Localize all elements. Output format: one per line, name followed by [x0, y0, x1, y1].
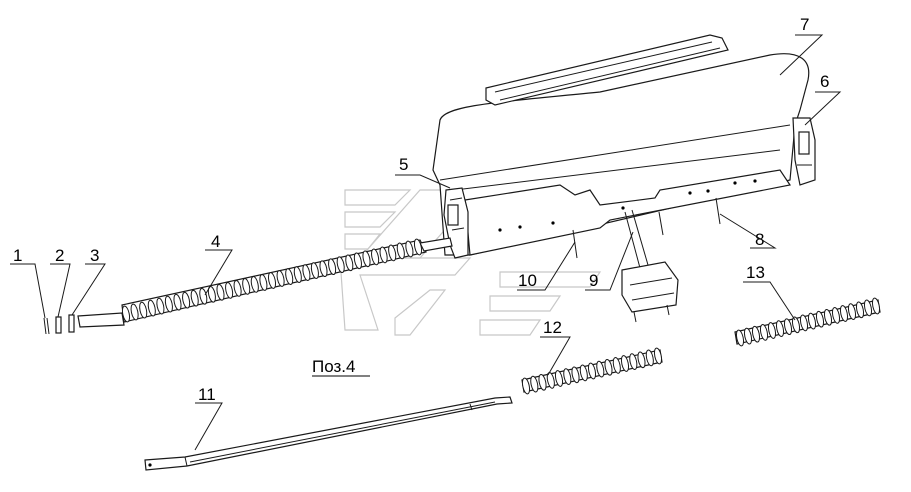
- auger-flight: [783, 318, 793, 336]
- auger-flight: [310, 262, 319, 279]
- label-13: 13: [746, 263, 765, 282]
- auger-flight: [645, 349, 654, 367]
- auger-flight: [216, 283, 225, 301]
- label-3: 3: [90, 246, 99, 265]
- auger-flight: [336, 256, 345, 274]
- auger-flight: [815, 310, 825, 328]
- clamp: [621, 209, 679, 323]
- label-11: 11: [198, 385, 216, 404]
- label-4: 4: [211, 232, 220, 251]
- auger-flight: [521, 377, 531, 395]
- auger-shaft: [77, 237, 453, 328]
- part-labels: 1 2 3 4 5 6 7 8 9 10 12 13 11: [13, 15, 829, 404]
- label-10: 10: [518, 271, 537, 290]
- auger-flight: [413, 238, 423, 256]
- pin-10: [572, 229, 578, 259]
- auger-flight: [839, 305, 849, 322]
- pin-8: [715, 197, 721, 225]
- auger-flight: [759, 324, 769, 341]
- auger-flight: [735, 329, 745, 347]
- auger-flight: [743, 327, 753, 345]
- auger-flight: [353, 252, 362, 270]
- auger-flight: [823, 308, 833, 326]
- auger-flight: [276, 270, 285, 287]
- auger-flight: [379, 246, 388, 264]
- long-rod: [144, 396, 513, 471]
- hood-cover: [432, 34, 810, 256]
- auger-flight: [293, 266, 302, 283]
- auger-flight: [396, 242, 405, 260]
- pin-9-mark: [658, 211, 664, 236]
- auger-flight: [362, 250, 371, 268]
- auger-flight: [328, 258, 337, 276]
- label-2: 2: [55, 246, 64, 265]
- auger-flight: [182, 291, 191, 309]
- auger-flight: [571, 366, 580, 384]
- leader-lines: [10, 34, 842, 451]
- auger-flight: [530, 375, 539, 393]
- auger-flight: [855, 301, 865, 319]
- auger-flight: [831, 307, 841, 324]
- small-parts: [43, 314, 75, 335]
- auger-flight: [775, 320, 785, 337]
- right-bracket: [792, 117, 816, 186]
- auger-flight: [563, 368, 572, 385]
- auger-flight: [130, 303, 139, 321]
- auger-flight: [554, 370, 564, 387]
- auger-flight: [847, 303, 857, 320]
- auger-flight: [653, 347, 663, 365]
- label-9: 9: [589, 271, 598, 290]
- auger-flight: [388, 244, 397, 262]
- auger-flight: [302, 264, 311, 281]
- label-8: 8: [755, 230, 764, 249]
- auger-flight: [863, 299, 873, 317]
- auger-flight: [807, 312, 817, 330]
- auger-flight: [199, 287, 208, 305]
- auger-flight: [612, 357, 621, 374]
- auger-flight: [538, 373, 547, 391]
- auger-flight: [799, 314, 809, 332]
- auger-flight: [596, 360, 605, 378]
- auger-flight: [121, 305, 131, 323]
- auger-flight: [164, 295, 173, 313]
- auger-flight: [751, 325, 761, 343]
- auger-flight: [285, 268, 294, 285]
- auger-flight: [579, 364, 588, 382]
- label-6: 6: [820, 72, 829, 91]
- auger-flight: [190, 289, 199, 307]
- auger-flight: [767, 322, 777, 339]
- auger-flight: [871, 297, 881, 315]
- auger-flight: [620, 355, 630, 372]
- auger-flight: [791, 316, 801, 334]
- auger-section-13: [734, 297, 881, 347]
- auger-flight: [173, 293, 182, 311]
- auger-flight: [259, 274, 268, 291]
- label-12: 12: [543, 318, 562, 337]
- label-5: 5: [399, 155, 408, 174]
- auger-flight: [587, 362, 597, 380]
- label-7: 7: [800, 15, 809, 34]
- auger-flight: [604, 358, 613, 376]
- auger-flight: [242, 278, 251, 295]
- auger-flight: [139, 301, 148, 319]
- auger-flight: [225, 282, 234, 299]
- auger-flight: [637, 351, 646, 369]
- auger-flight: [147, 299, 156, 317]
- auger-flight: [319, 260, 328, 278]
- auger-flight: [250, 276, 259, 293]
- label-1: 1: [13, 246, 22, 265]
- auger-flight: [233, 280, 242, 297]
- auger-flight: [345, 254, 354, 272]
- auger-flight: [156, 297, 165, 315]
- position-caption: Поз.4: [312, 357, 355, 376]
- auger-flight: [371, 248, 380, 266]
- auger-flight: [267, 272, 277, 289]
- auger-flight: [405, 240, 414, 258]
- auger-flight: [629, 353, 638, 370]
- auger-section-12: [521, 347, 663, 395]
